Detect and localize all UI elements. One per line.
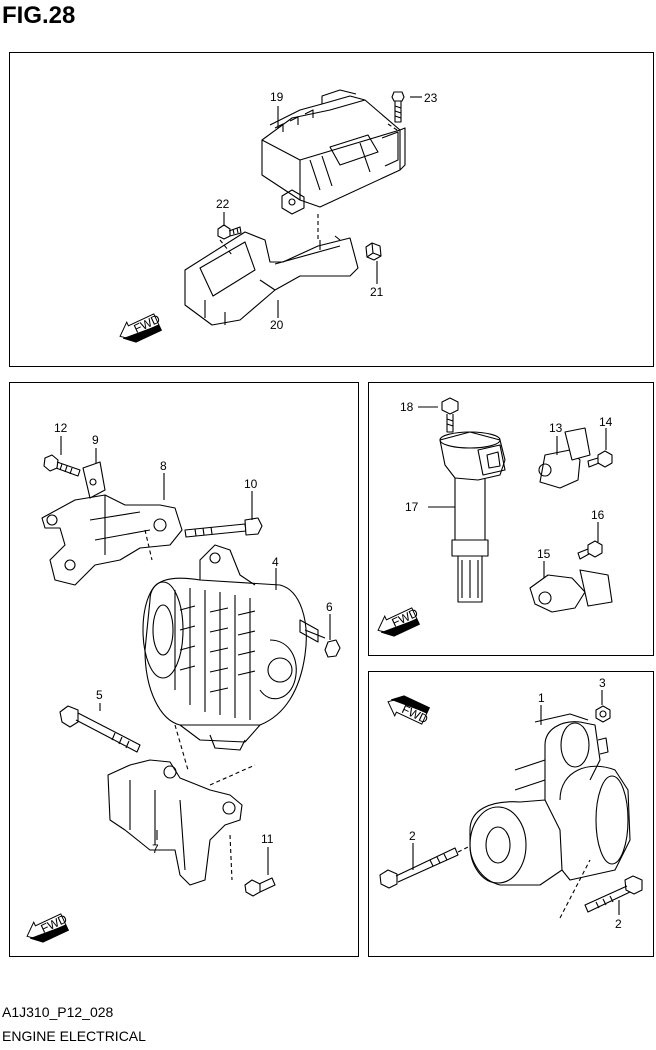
nut-21-drawing <box>365 242 382 261</box>
starter-motor-drawing <box>469 713 631 886</box>
ecm-bracket-drawing <box>184 231 359 326</box>
callout-10: 10 <box>244 477 258 491</box>
sensor-13-drawing <box>538 427 591 489</box>
callout-22: 22 <box>216 197 230 211</box>
callout-5: 5 <box>96 688 103 702</box>
callout-9: 9 <box>92 433 99 447</box>
bolt-5-drawing <box>59 705 141 753</box>
bolt-12-drawing <box>43 454 81 477</box>
bolt-10-drawing <box>184 517 263 538</box>
callout-2b: 2 <box>615 917 622 931</box>
callout-16: 16 <box>591 508 605 522</box>
callout-4: 4 <box>272 555 279 569</box>
callout-19: 19 <box>270 90 284 104</box>
panel-ignition-sensors <box>368 382 654 656</box>
callout-3: 3 <box>599 676 606 690</box>
bolt-23-drawing <box>391 91 405 123</box>
fwd-arrow-sensors: FWD <box>377 606 421 637</box>
callout-8: 8 <box>160 459 167 473</box>
ignition-coil-drawing <box>439 431 506 603</box>
callout-21: 21 <box>370 285 384 299</box>
bolt-11-drawing <box>244 877 276 897</box>
figure-title: FIG.28 <box>2 2 76 29</box>
bracket-7-drawing <box>107 759 243 886</box>
bolt-2a-drawing <box>379 847 459 889</box>
callout-1: 1 <box>538 691 545 705</box>
panel-alternator <box>9 382 359 957</box>
ecm-unit-drawing <box>261 89 406 215</box>
diagram-name: ENGINE ELECTRICAL <box>2 1028 146 1044</box>
bolt-16-drawing <box>577 540 603 560</box>
stud-6-drawing <box>304 629 341 658</box>
diagram-code: A1J310_P12_028 <box>2 1004 114 1020</box>
callout-2a: 2 <box>409 829 416 843</box>
callout-13: 13 <box>549 421 563 435</box>
nut-3-drawing <box>595 705 611 723</box>
callout-20: 20 <box>270 318 284 332</box>
fwd-arrow-ecm: FWD <box>119 312 163 343</box>
fwd-arrow-alternator: FWD <box>26 912 70 943</box>
callout-18: 18 <box>400 400 414 414</box>
callout-11: 11 <box>261 832 274 846</box>
callout-12: 12 <box>54 421 68 435</box>
bracket-8-drawing <box>41 494 183 586</box>
bolt-18-drawing <box>441 397 459 433</box>
callout-7: 7 <box>152 842 159 856</box>
callout-23: 23 <box>424 91 438 105</box>
bolt-2b-drawing <box>584 875 643 913</box>
alternator-drawing <box>142 544 319 751</box>
panel-starter <box>368 671 654 957</box>
callout-17: 17 <box>405 500 419 514</box>
callout-6: 6 <box>326 600 333 614</box>
callout-14: 14 <box>599 415 613 429</box>
bolt-14-drawing <box>587 450 613 468</box>
callout-15: 15 <box>537 547 551 561</box>
fwd-arrow-starter: FWD <box>387 695 431 726</box>
part-9-plate-drawing <box>82 461 106 499</box>
sensor-15-drawing <box>529 569 613 613</box>
panel-ecm <box>9 52 654 367</box>
